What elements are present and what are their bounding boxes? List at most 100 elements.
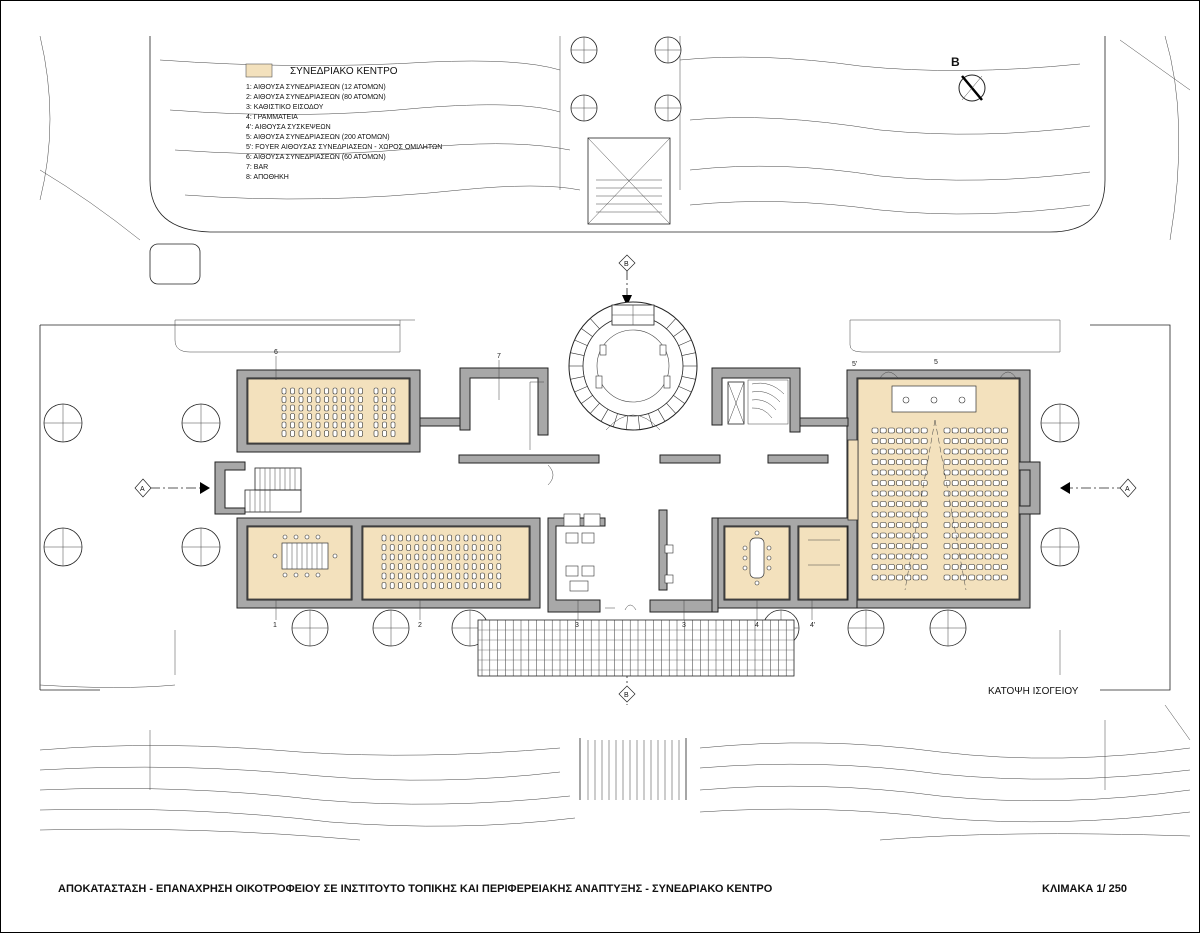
seat [951,448,959,455]
legend-item: 4: ΓΡΑΜΜΑΤΕΙΑ [246,114,298,121]
seat [414,582,420,589]
room-label-6: 6 [274,349,278,356]
seat [896,511,903,518]
seat [398,563,403,570]
seat [389,582,395,589]
seat [920,459,928,465]
seat [358,421,363,429]
seat [439,534,444,542]
seat [382,387,387,395]
seat [332,421,338,429]
seat [349,396,355,403]
seat [896,490,903,497]
seat [390,396,396,403]
seat [960,564,967,570]
room-5-foyer [847,439,859,521]
seat [968,459,975,465]
wall-lounge-east [649,517,719,613]
wall-lounge [547,517,606,613]
seat [896,501,903,507]
seat [912,448,920,455]
room-label-2: 2 [418,622,422,629]
seat [879,448,887,455]
seat [1001,427,1008,434]
building [214,301,1041,613]
seat [422,572,428,580]
seat [430,572,436,580]
seat [447,572,452,580]
seat [471,553,477,561]
seat [879,459,887,465]
stair-treads [569,318,697,430]
seat [976,448,984,455]
seat [943,427,951,434]
seat [406,563,411,570]
seat [904,574,912,581]
seat [455,544,461,551]
seat [968,543,975,549]
seat [382,430,387,437]
seat [341,387,346,395]
seat [968,511,975,518]
seat [488,572,493,580]
seat [406,544,411,551]
seat [349,404,355,412]
seat [904,469,912,476]
seat [896,553,903,560]
seat [904,511,912,518]
seat [480,534,485,542]
seat [920,438,928,444]
partition [419,417,461,427]
seat [332,404,338,412]
partition [799,417,849,427]
seat [896,427,903,434]
seat [298,404,304,412]
seat [298,387,304,395]
seat [976,501,984,507]
seat [281,396,287,403]
seat [290,387,295,395]
seat [315,387,321,395]
seat [960,480,967,486]
stage-room-5 [891,385,977,591]
seat [920,469,928,476]
seat [879,522,887,528]
seat [943,522,951,528]
room-label-7: 7 [497,353,501,360]
seat [1001,501,1008,507]
seat [943,532,951,539]
seat [920,553,928,560]
seat [888,448,895,455]
seat [976,564,984,570]
seat [888,511,895,518]
seat [324,421,329,429]
seat [904,553,912,560]
seat [871,553,879,560]
seat [920,480,928,486]
seat [904,490,912,497]
wall-west-entry [214,461,246,515]
seat [373,387,379,395]
seat [341,396,346,403]
room-2 [362,526,530,600]
seat [488,582,493,589]
table-room-4 [742,530,772,586]
seat [1001,564,1008,570]
partition [659,454,721,464]
legend-item: 8: ΑΠΟΘΗΚΗ [246,174,289,181]
doors [547,371,1017,611]
seat [298,413,304,420]
seat [390,413,396,420]
seat [984,480,992,486]
legend-item: 6: ΑΙΘΟΥΣΑ ΣΥΝΕΔΡΙΑΣΕΩΝ (60 ΑΤΟΜΩΝ) [246,154,386,161]
seat [896,564,903,570]
legend-item: 5': FOYER ΑΙΘΟΥΣΑΣ ΣΥΝΕΔΡΙΑΣΕΩΝ - ΧΩΡΟΣ … [246,144,442,151]
seat [439,582,444,589]
seat [398,544,403,551]
seat [324,404,329,412]
seat [439,553,444,561]
seat [480,553,485,561]
seat [951,490,959,497]
seat [406,553,411,561]
seat [488,534,493,542]
